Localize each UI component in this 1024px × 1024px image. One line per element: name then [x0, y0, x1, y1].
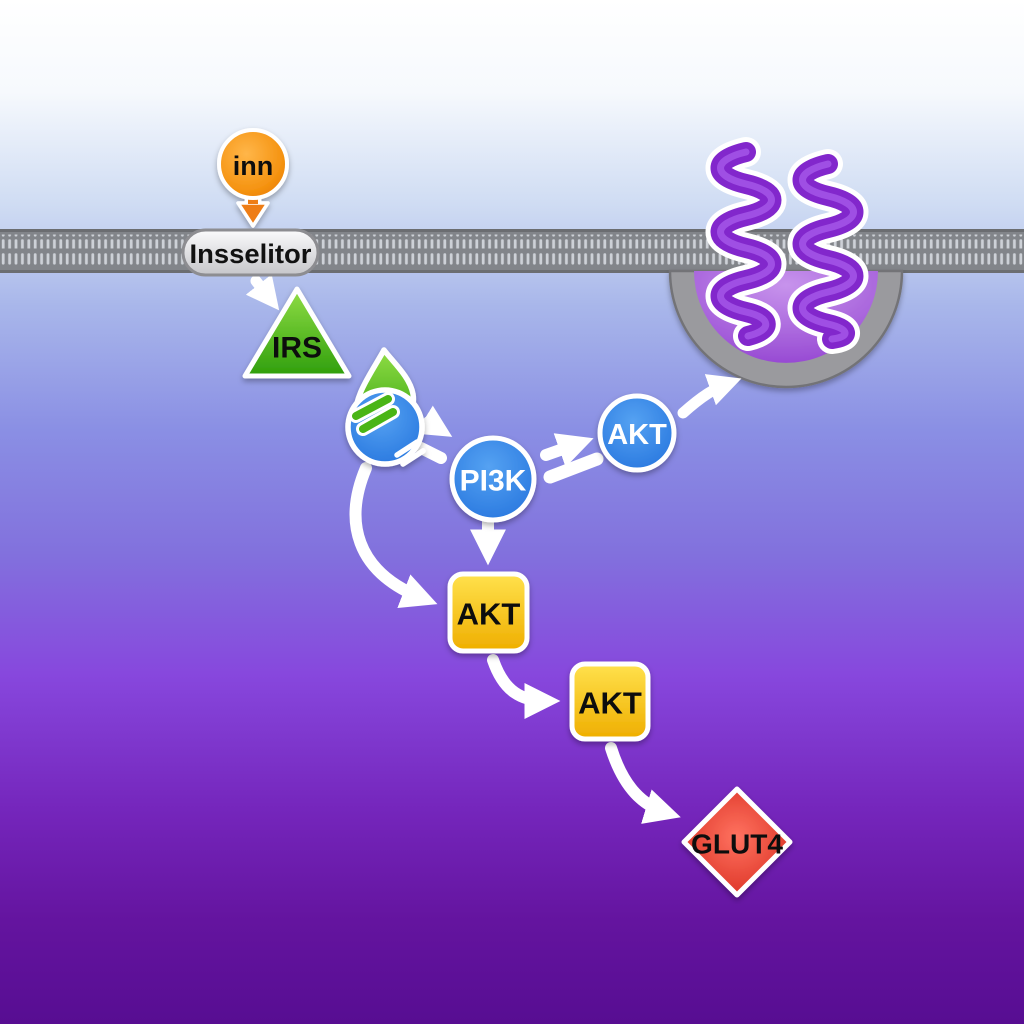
glut4-transporter-right-icon	[788, 149, 868, 354]
arrow-akt-to-vesicle	[677, 374, 742, 419]
akt-square-1	[447, 571, 530, 654]
irs-triangle	[242, 286, 352, 379]
pathway-arrows	[245, 274, 742, 824]
receptor-pill	[181, 228, 320, 277]
pi3k-node: PI3K	[449, 435, 537, 523]
cell-membrane	[0, 229, 1024, 273]
akt-circle-node: AKT	[597, 393, 677, 473]
complex-finger-1	[352, 395, 392, 420]
insulin-node: inn	[217, 128, 289, 228]
akt-circle	[597, 393, 677, 473]
arrow-pi3k-to-akt	[540, 433, 594, 468]
akt-square-2-label: AKT	[578, 686, 642, 721]
complex-notch-1	[394, 439, 420, 458]
irs-pi3k-complex-icon	[345, 347, 426, 467]
akt-square-2-node: AKT	[569, 661, 651, 742]
akt-square-1-node: AKT	[447, 571, 530, 654]
arrow-complex-to-akt1	[349, 462, 438, 609]
membrane-tick-row-bottom	[0, 251, 1024, 266]
arrow-akt2-to-glut4	[605, 742, 681, 824]
irs-label: IRS	[272, 332, 322, 365]
pi3k-circle	[449, 435, 537, 523]
glut4-label: GLUT4	[691, 829, 783, 860]
complex-notch-2	[400, 448, 426, 467]
glut4-node: GLUT4	[681, 786, 793, 898]
akt-circle-label: AKT	[607, 419, 667, 451]
arrow-akt1-to-akt2	[487, 654, 561, 719]
insulin-circle	[217, 128, 289, 200]
arrow-pi3k-to-akt-dash	[543, 452, 604, 484]
complex-finger-2	[359, 408, 397, 433]
insulin-label: inn	[233, 151, 274, 181]
glut4-diamond	[681, 786, 793, 898]
membrane-tick-row-top	[0, 234, 1024, 249]
irs-node: IRS	[242, 286, 352, 379]
glut4-transporter-left-icon	[706, 137, 786, 351]
akt-square-2	[569, 661, 651, 742]
receptor-node: Insselitor	[181, 228, 320, 277]
arrow-receptor-to-irs	[245, 274, 280, 311]
arrow-complex-to-pi3k	[415, 405, 453, 437]
pi3k-label: PI3K	[460, 465, 527, 498]
akt-square-1-label: AKT	[457, 597, 521, 632]
receptor-label: Insselitor	[190, 239, 312, 269]
